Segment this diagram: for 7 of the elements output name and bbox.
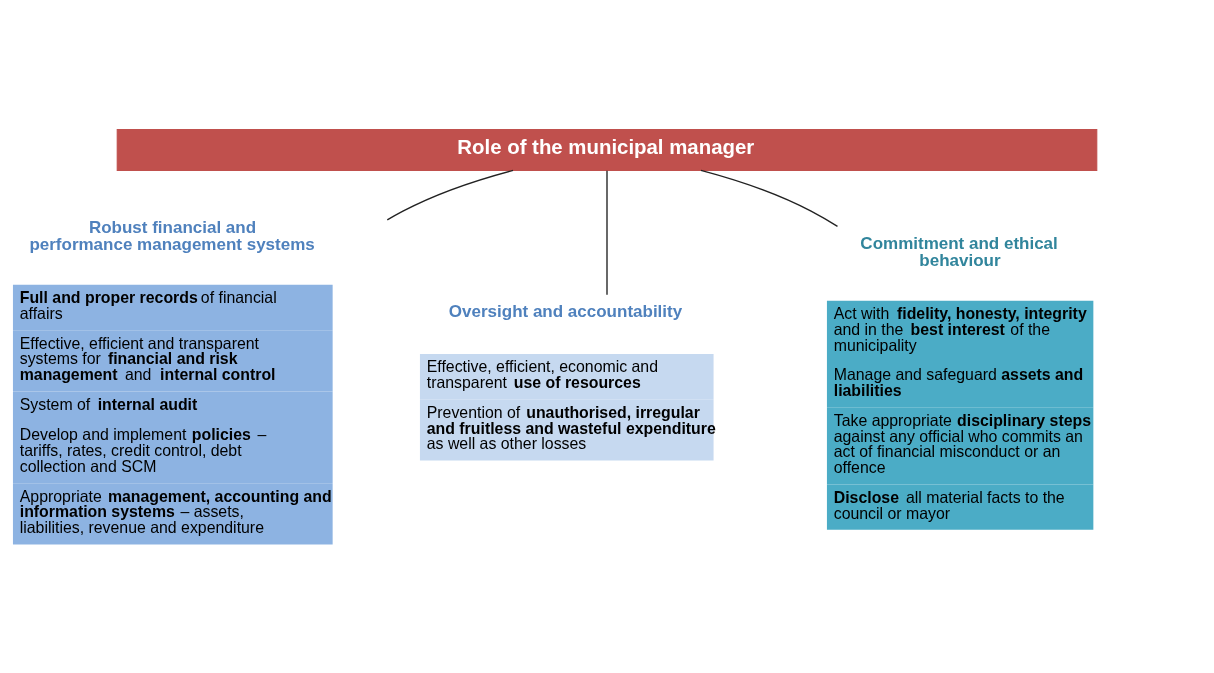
node-label: Oversight and accountability (448, 301, 683, 321)
connector (700, 169, 839, 227)
connector (386, 169, 514, 220)
node-label: Robust financial and performance management systems (29, 217, 315, 254)
node-label: Commitment and ethical behaviour (860, 233, 1058, 270)
node-box: Role of the municipal manager (116, 128, 1098, 171)
connector (606, 169, 608, 295)
